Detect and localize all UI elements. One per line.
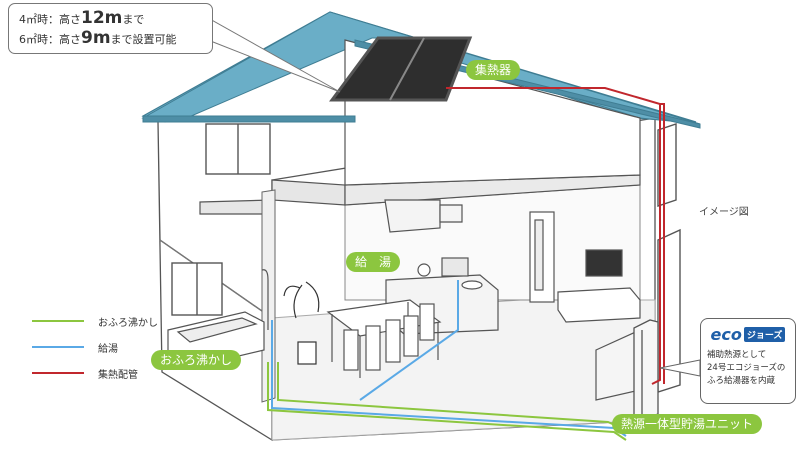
legend-swatch-blue — [32, 346, 84, 348]
callout-line2-prefix: 6㎡時：高さ — [19, 33, 81, 46]
callout-line-4sqm: 4㎡時：高さ12mまで — [19, 9, 202, 29]
legend-label-bath: おふろ沸かし — [98, 314, 158, 329]
eco-desc-line1: 補助熱源として — [707, 349, 789, 362]
callout-line1-height: 12m — [81, 8, 122, 28]
legend-label-hot-water: 給湯 — [98, 340, 118, 355]
bath-reheat-tag: おふろ沸かし — [151, 350, 241, 370]
callout-line1-prefix: 4㎡時：高さ — [19, 13, 81, 26]
eco-desc-line3: ふろ給湯器を内蔵 — [707, 375, 789, 388]
heat-source-unit-tag: 熱源一体型貯湯ユニット — [612, 414, 762, 434]
legend-item-hot-water: 給湯 — [32, 339, 118, 355]
callout-line1-suffix: まで — [122, 13, 144, 26]
legend-item-collector-pipe: 集熱配管 — [32, 365, 138, 381]
legend-item-bath: おふろ沸かし — [32, 313, 158, 329]
eco-desc-line2: 24号エコジョーズの — [707, 362, 789, 375]
callout-line-6sqm: 6㎡時：高さ9mまで設置可能 — [19, 29, 202, 49]
image-caption: イメージ図 — [699, 203, 749, 218]
legend-swatch-green — [32, 320, 84, 322]
callout-line2-height: 9m — [81, 28, 111, 48]
callout-line2-suffix: まで設置可能 — [111, 33, 177, 46]
collector-tag: 集熱器 — [466, 60, 520, 80]
jose-logo-text: ジョーズ — [744, 327, 786, 342]
installation-height-callout: 4㎡時：高さ12mまで 6㎡時：高さ9mまで設置可能 — [8, 3, 213, 54]
roof-eave — [143, 116, 355, 122]
eco-logo-text: eco — [711, 325, 742, 344]
legend-label-collector-pipe: 集熱配管 — [98, 366, 138, 381]
heat-source-unit — [634, 320, 658, 420]
door — [530, 212, 554, 302]
legend-swatch-red — [32, 372, 84, 374]
hot-water-tag: 給 湯 — [346, 252, 400, 272]
